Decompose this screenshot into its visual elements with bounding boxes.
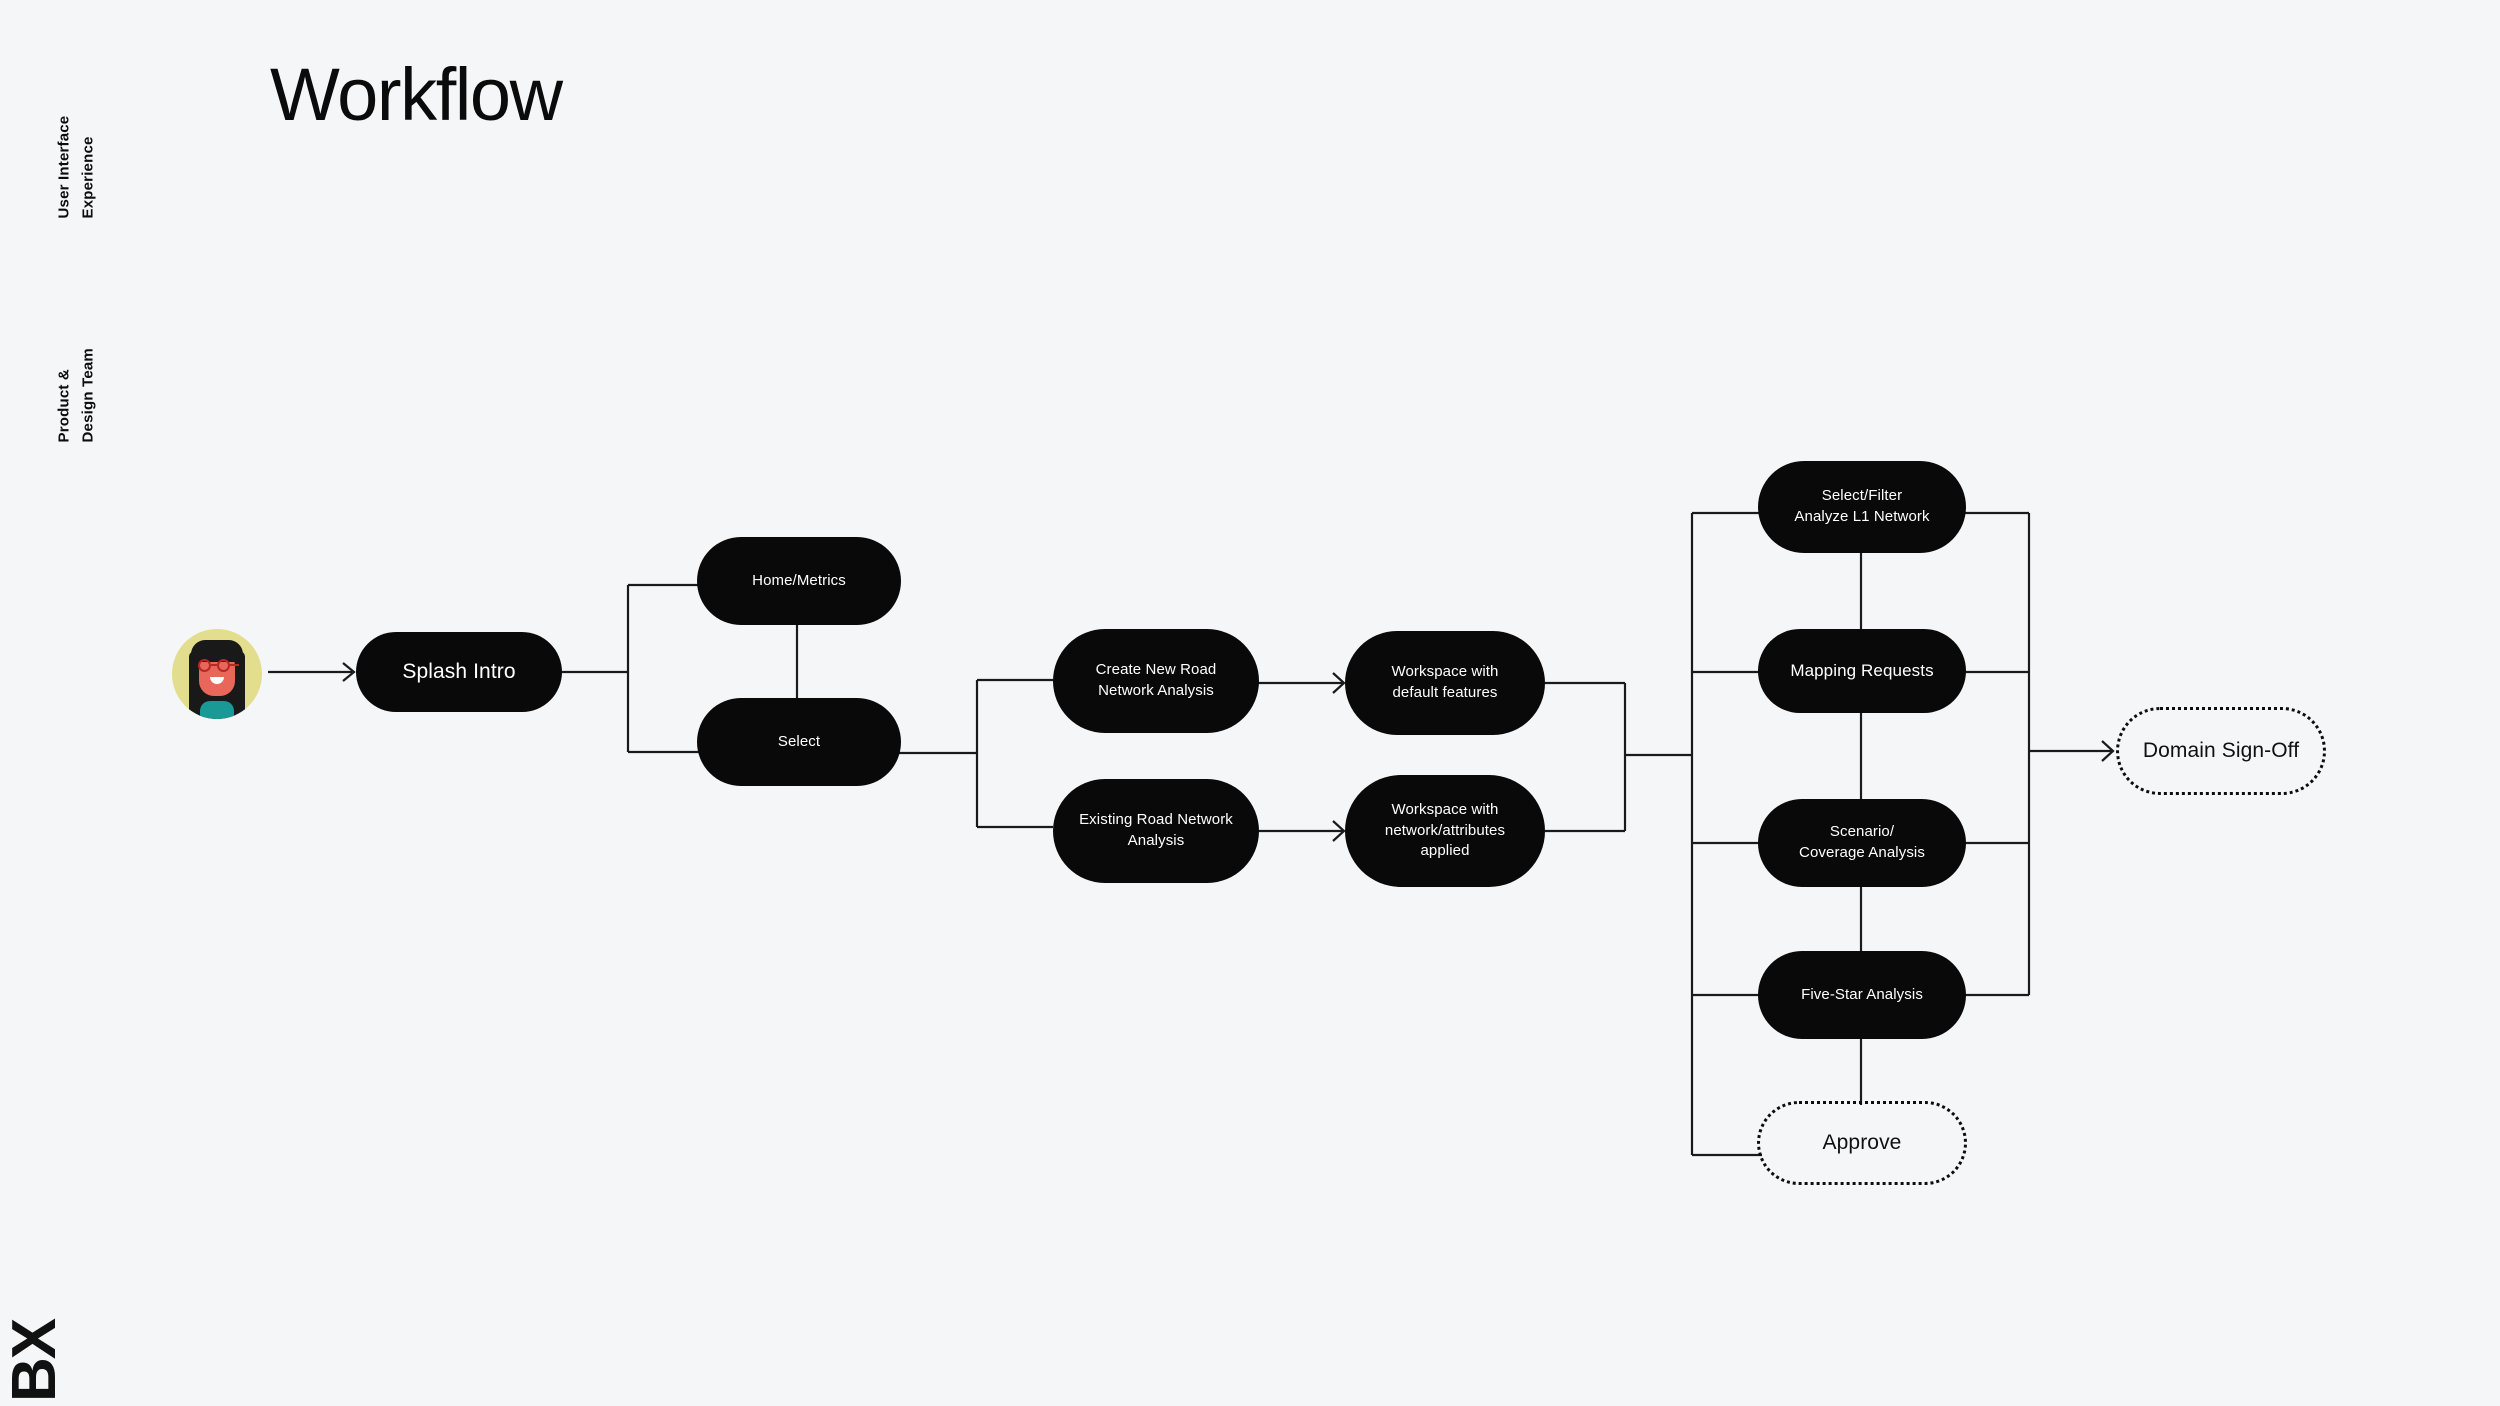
side-label-product: Product & (55, 369, 73, 443)
node-five-star-analysis[interactable]: Five-Star Analysis (1758, 951, 1966, 1039)
bx-logo: BX (0, 1319, 69, 1402)
node-scenario-coverage-analysis[interactable]: Scenario/ Coverage Analysis (1758, 799, 1966, 887)
node-splash-intro[interactable]: Splash Intro (356, 632, 562, 712)
user-avatar (172, 629, 262, 719)
node-label: Create New Road Network Analysis (1095, 661, 1217, 699)
avatar-fringe (191, 640, 243, 662)
side-label-user-interface: User Interface (55, 115, 73, 219)
node-label: Splash Intro (402, 659, 516, 683)
arrowhead-domain-signoff (2101, 740, 2115, 762)
avatar-glasses-left (198, 659, 211, 672)
node-home-metrics[interactable]: Home/Metrics (697, 537, 901, 625)
node-existing-road-network-analysis[interactable]: Existing Road Network Analysis (1053, 779, 1259, 883)
node-select-filter-analyze-l1-network[interactable]: Select/Filter Analyze L1 Network (1758, 461, 1966, 553)
node-domain-sign-off[interactable]: Domain Sign-Off (2116, 707, 2326, 795)
node-workspace-with-default-features[interactable]: Workspace with default features (1345, 631, 1545, 735)
avatar-smile (210, 677, 224, 684)
node-approve[interactable]: Approve (1757, 1101, 1967, 1185)
avatar-glasses-bridge (211, 664, 217, 666)
node-label: Select (777, 732, 821, 750)
node-label: Mapping Requests (1790, 661, 1934, 681)
arrowhead-splash (342, 662, 356, 682)
page-title: Workflow (270, 53, 563, 136)
node-label: Workspace with default features (1391, 663, 1499, 701)
side-label-experience: Experience (79, 136, 97, 219)
arrowhead-workspace-default (1332, 672, 1346, 694)
node-label: Five-Star Analysis (1801, 985, 1923, 1003)
node-label: Scenario/ Coverage Analysis (1799, 823, 1925, 861)
node-mapping-requests[interactable]: Mapping Requests (1758, 629, 1966, 713)
node-label: Existing Road Network Analysis (1079, 811, 1233, 849)
avatar-shirt (200, 701, 234, 719)
node-label: Domain Sign-Off (2142, 738, 2300, 762)
side-label-design-team: Design Team (79, 348, 97, 443)
node-select[interactable]: Select (697, 698, 901, 786)
arrowhead-workspace-attrs (1332, 820, 1346, 842)
node-label: Select/Filter Analyze L1 Network (1794, 487, 1930, 525)
node-workspace-with-network-attributes-applied[interactable]: Workspace with network/attributes applie… (1345, 775, 1545, 887)
avatar-glasses-temple (229, 664, 239, 667)
node-create-new-road-network-analysis[interactable]: Create New Road Network Analysis (1053, 629, 1259, 733)
node-label: Home/Metrics (752, 571, 846, 589)
node-label: Workspace with network/attributes applie… (1384, 800, 1506, 860)
node-label: Approve (1822, 1130, 1902, 1154)
